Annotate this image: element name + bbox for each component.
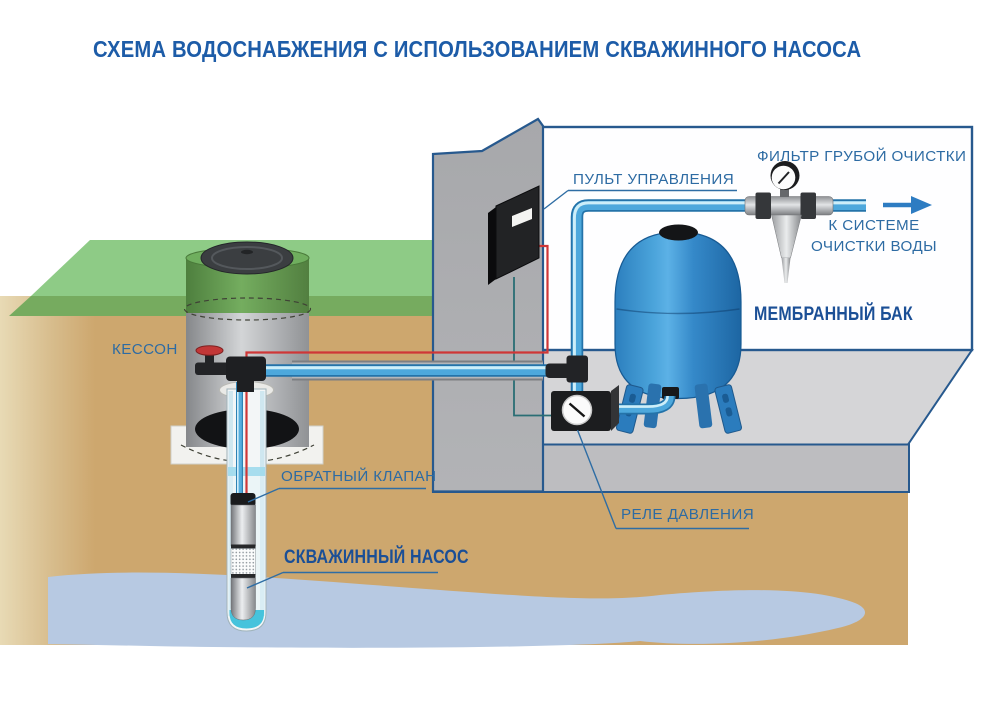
flow-arrow (883, 196, 932, 214)
tank-top-cap (659, 224, 698, 241)
pump-upper-body (230, 504, 256, 547)
label-to-treatment-line2: ОЧИСТКИ ВОДЫ (811, 237, 937, 255)
manhole-knob (241, 249, 253, 255)
pipe-coupling (566, 355, 588, 383)
label-check-valve: ОБРАТНЫЙ КЛАПАН (281, 468, 437, 485)
riser-pipe-mid (572, 201, 866, 393)
membrane-tank-body (614, 231, 742, 400)
label-coarse-filter: ФИЛЬТР ГРУБОЙ ОЧИСТКИ (757, 148, 967, 165)
control-panel (488, 185, 540, 285)
label-caisson: КЕССОН (112, 341, 178, 358)
check-valve-body (230, 493, 256, 507)
ball-valve-stem (205, 349, 214, 365)
label-pressure-switch: РЕЛЕ ДАВЛЕНИЯ (621, 506, 755, 523)
label-borehole-pump: СКВАЖИННЫЙ НАСОС (284, 546, 469, 568)
label-to-treatment-line1: К СИСТЕМЕ (828, 217, 920, 234)
control-panel-leader (543, 189, 569, 210)
control-panel-sticker (512, 208, 532, 227)
tee-fitting (226, 356, 266, 381)
coarse-filter (744, 161, 834, 283)
pump-cable (245, 244, 549, 495)
relay-cable (513, 277, 553, 417)
label-to-treatment: К СИСТЕМЕ ОЧИСТКИ ВОДЫ (794, 216, 954, 257)
caisson-fittings (195, 345, 266, 392)
filter-nut-left (755, 192, 771, 219)
ball-valve-handwheel (195, 345, 224, 356)
filter-cone-tip (781, 258, 791, 283)
riser-pipe-highlight (572, 201, 866, 393)
pump-ring-bottom (231, 574, 256, 578)
house-room (540, 125, 974, 352)
label-control-panel: ПУЛЬТ УПРАВЛЕНИЯ (573, 171, 735, 188)
ground-level-dashed-line (183, 297, 312, 321)
page-title: СХЕМА ВОДОСНАБЖЕНИЯ С ИСПОЛЬЗОВАНИЕМ СКВ… (93, 36, 862, 62)
manhole-cover-ring (211, 246, 283, 270)
control-panel-side (488, 207, 496, 285)
borehole-pump-leader (246, 571, 284, 589)
filter-nut-right (800, 192, 816, 219)
tank-inlet-pipe-mid (609, 395, 674, 413)
tank-inlet-pipe-highlight (609, 395, 669, 408)
tank-seam (616, 308, 740, 315)
relay-gauge-needle (568, 402, 586, 418)
pressure-switch-leader (576, 429, 617, 529)
pressure-relay-side (611, 385, 619, 431)
tank-leg-back-right (694, 383, 713, 429)
filter-gauge-stem (780, 188, 789, 197)
pressure-relay (551, 385, 619, 431)
pump-ring-top (231, 544, 256, 549)
tank-leg-right (714, 384, 743, 434)
tee-fitting-down (237, 379, 254, 392)
house-left-wall (431, 117, 545, 493)
leader-lines (246, 189, 749, 589)
pump-lower-body (230, 577, 256, 621)
borehole-pump (230, 493, 256, 621)
ball-valve-body (195, 362, 233, 375)
check-valve-leader (247, 487, 280, 503)
control-panel-front (495, 185, 540, 280)
filter-gauge-needle (777, 171, 790, 185)
pump-intake-mesh (230, 548, 256, 575)
caisson-assembly (170, 241, 324, 465)
label-membrane-tank: МЕМБРАННЫЙ БАК (754, 303, 913, 325)
